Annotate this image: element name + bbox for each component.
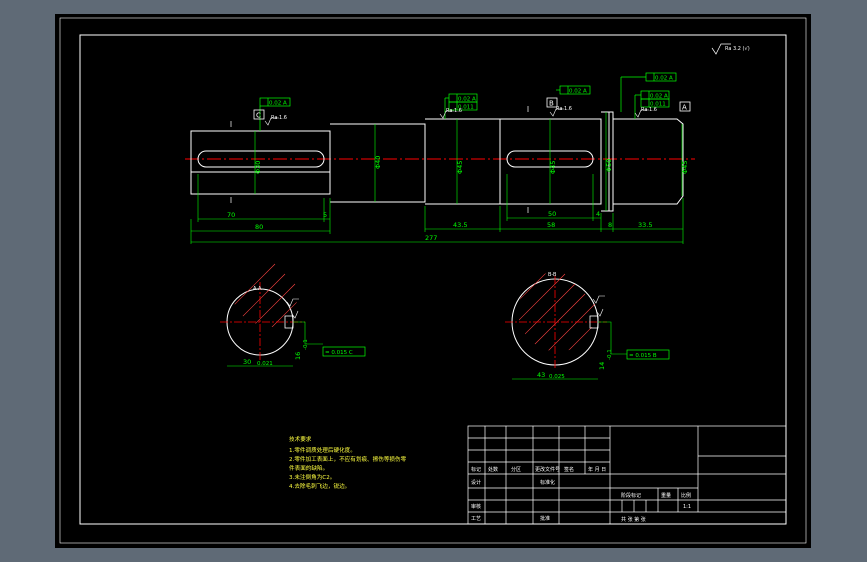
outer-border (79, 34, 787, 525)
datum-c: C (253, 109, 265, 120)
tol-right-bottom: 0.011 (650, 102, 666, 108)
section-left-width-tol: 0.021 (257, 361, 273, 367)
roughness-1: Ra 1.6 (271, 115, 287, 121)
tb-scale-label: 比例 (681, 492, 691, 499)
diameter-labels: Φ30 Φ40 Φ45 Φ45 Φ50 Φ45 (254, 156, 689, 174)
dim-4: 4 (596, 210, 600, 218)
dim-277: 277 (425, 234, 437, 242)
dia-bearing-right: Φ45 (681, 161, 689, 174)
section-right-sym-tol: = 0.015 B (629, 353, 657, 359)
section-left: A-A 30 0.021 16 -0.1 = 0.015 C (220, 263, 366, 367)
technical-notes: 技术要求 1.零件调质处理后硬化度。 2.零件加工表面上，不应有划痕、擦伤等损伤… (289, 435, 407, 490)
roughness-4: Ra 1.6 (641, 107, 657, 113)
notes-line-3: 件表面的缺陷。 (289, 464, 328, 472)
trim-border (59, 17, 807, 544)
tb-stage: 阶段标记 (621, 492, 641, 499)
section-right-depth-tol: -0.1 (607, 349, 613, 360)
gtol-frames (259, 72, 677, 131)
dim-5: 5 (323, 211, 327, 219)
notes-line-1: 1.零件调质处理后硬化度。 (289, 446, 356, 454)
dim-8: 8 (608, 221, 612, 229)
datum-a: A (679, 101, 691, 112)
tb-sheets: 共 张 第 张 (621, 516, 646, 523)
tb-weight: 重量 (661, 492, 671, 499)
section-right: B-B 43 0.025 14 -0.1 = 0.015 B (505, 271, 670, 380)
tb-designer: 设计 (471, 479, 481, 486)
tb-scale-value: 1:1 (683, 504, 691, 510)
tb-checker: 审核 (471, 503, 481, 510)
dim-43-5: 43.5 (453, 221, 467, 229)
section-markers (230, 106, 529, 213)
datum-c-label: C (256, 112, 261, 120)
tol-left-bearing-top: 0.02 A (458, 97, 476, 103)
dim-80: 80 (255, 223, 263, 231)
tb-approve: 批准 (540, 515, 550, 522)
section-left-depth-tol: -0.1 (303, 339, 309, 350)
section-right-width: 43 (537, 371, 545, 379)
section-left-depth: 16 (294, 352, 302, 360)
dim-33-5: 33.5 (638, 221, 652, 229)
tb-count: 处数 (488, 466, 498, 473)
datum-b: B (546, 97, 558, 108)
shaft-roughness: Ra 1.6 Ra 1.6 Ra 1.6 Ra 1.6 (264, 106, 657, 126)
corner-roughness: Ra 3.2 (√) (711, 43, 750, 55)
dim-50: 50 (548, 210, 556, 218)
section-left-sym-tol: = 0.015 C (325, 350, 353, 356)
left-keyway (197, 150, 325, 168)
dia-mid: Φ40 (374, 156, 382, 169)
tb-sign: 签名 (564, 466, 574, 473)
gtol-texts: 0.02 A 0.02 A 0.011 0.02 A 0.02 A 0.02 A… (269, 76, 673, 111)
title-block-texts: 标记 处数 分区 更改文件号 签名 年 月 日 设计 标准化 审核 工艺 批准 … (471, 466, 691, 523)
tb-zone: 分区 (511, 466, 521, 473)
section-left-width: 30 (243, 358, 251, 366)
dimension-texts: 70 5 80 43.5 50 4 58 8 33.5 277 (227, 210, 652, 242)
roughness-3: Ra 1.6 (556, 106, 572, 112)
notes-line-2: 2.零件加工表面上，不应有划痕、擦伤等损伤零 (289, 455, 407, 463)
tb-standard: 标准化 (540, 479, 555, 486)
notes-line-5: 4.去除毛刺飞边，锐边。 (289, 482, 350, 490)
corner-roughness-text: Ra 3.2 (√) (725, 46, 750, 52)
drawing-sheet: Ra 3.2 (√) Φ30 Φ40 Φ45 Φ45 Φ50 Φ45 (55, 14, 811, 548)
tol-c-frame: 0.02 A (269, 101, 287, 107)
dim-70: 70 (227, 211, 235, 219)
dim-58: 58 (547, 221, 555, 229)
dia-key-right: Φ45 (549, 161, 557, 174)
notes-title: 技术要求 (289, 435, 312, 443)
roughness-2: Ra 1.6 (446, 108, 462, 114)
cad-drawing: Ra 3.2 (√) Φ30 Φ40 Φ45 Φ45 Φ50 Φ45 (59, 17, 807, 544)
tb-process: 工艺 (471, 516, 481, 522)
tol-right-mid: 0.02 A (650, 94, 668, 100)
title-block (467, 425, 787, 525)
tb-docno: 更改文件号 (535, 466, 560, 473)
dia-left-key: Φ30 (254, 161, 262, 174)
tol-b-frame: 0.02 A (569, 89, 587, 95)
notes-line-4: 3.未注倒角为C2。 (289, 473, 335, 481)
tb-date: 年 月 日 (588, 466, 606, 473)
section-right-depth: 14 (598, 362, 606, 370)
section-left-label: A-A (253, 286, 262, 292)
diameter-lines (254, 112, 683, 211)
shaft-outline (190, 111, 684, 212)
dia-bearing-left: Φ45 (456, 161, 464, 174)
dia-shoulder: Φ50 (605, 159, 613, 172)
section-right-label: B-B (548, 272, 557, 278)
tb-mark: 标记 (471, 466, 481, 473)
datum-a-label: A (682, 104, 687, 112)
datum-b-label: B (549, 100, 554, 108)
section-right-width-tol: 0.025 (549, 374, 565, 380)
tol-left-bearing-bottom: 0.011 (458, 105, 474, 111)
tol-right-top: 0.02 A (655, 76, 673, 82)
dimension-lines (190, 174, 684, 244)
